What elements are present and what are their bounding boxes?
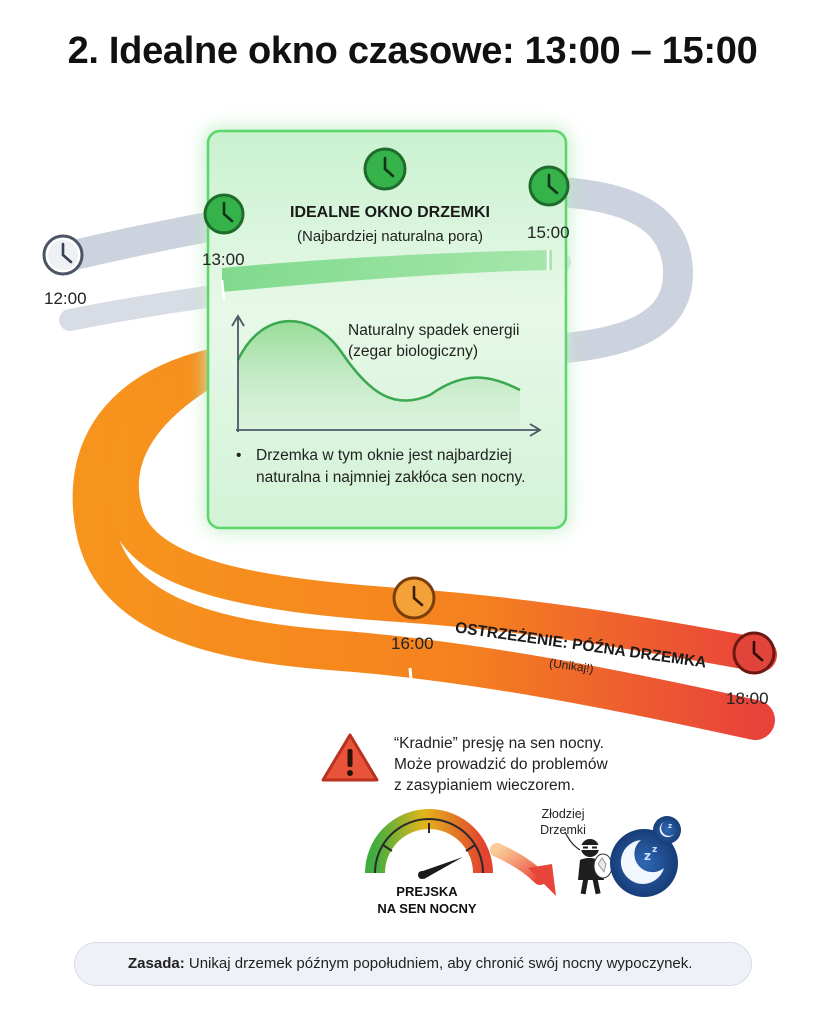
ideal-band [222,250,552,292]
rule-prefix: Zasada: [128,955,185,972]
thief-label: Złodziej Drzemki [518,806,608,838]
ideal-window-subtitle: (Najbardziej naturalna pora) [297,228,483,245]
energy-curve-chart [231,314,542,437]
warning-text-line2: Może prowadzić do problemów [394,756,608,773]
bullet-icon: • [236,447,242,464]
clock-icon [528,165,570,207]
warning-text-line1: “Kradnie” presję na sen nocny. [394,735,604,752]
rule-body: Unikaj drzemek późnym popołudniem, aby c… [188,955,693,972]
warning-subtitle: (Unikaj!) [548,656,594,676]
time-label-16: 16:00 [391,634,434,653]
gauge-label: PREJSKA NA SEN NOCNY [352,883,502,917]
thief-label-line2: Drzemki [540,823,586,837]
thief-label-line1: Złodziej [541,807,585,821]
sleep-pressure-gauge-icon [365,809,493,879]
orange-time-track [72,345,777,740]
clock-icon [203,193,245,235]
moon-icon: z z z [610,816,681,897]
nap-thief-icon [564,831,613,895]
warning-triangle-icon [321,733,379,782]
energy-label-line2: (zegar biologiczny) [348,343,479,360]
time-label-18: 18:00 [726,689,769,708]
rule-text: Zasada: Unikaj drzemek późnym popołudnie… [128,955,748,972]
page-title: 2. Idealne okno czasowe: 13:00 – 15:00 [67,30,758,72]
arrow-icon [490,843,556,896]
clock-icon [732,631,776,675]
energy-drop-label: Naturalny spadek energii (zegar biologic… [348,320,558,362]
clock-icon [42,234,84,276]
bullet-text: Drzemka w tym oknie jest najbardziej nat… [256,447,526,486]
time-label-15: 15:00 [527,223,570,242]
ideal-window-title: IDEALNE OKNO DRZEMKI [290,204,490,221]
rule-bar [74,942,752,986]
gauge-label-line1: PREJSKA [396,884,458,899]
svg-text:z: z [652,845,657,855]
energy-label-line1: Naturalny spadek energii [348,322,520,339]
svg-text:z: z [668,822,672,830]
gauge-label-line2: NA SEN NOCNY [377,901,477,916]
warning-text-line3: z zasypianiem wieczorem. [394,777,575,794]
time-label-12: 12:00 [44,289,87,308]
clock-icon [363,147,407,191]
svg-text:z: z [644,849,651,863]
ideal-window-bullet: • Drzemka w tym oknie jest najbardziej n… [236,445,538,489]
warning-explanation: “Kradnie” presję na sen nocny. Może prow… [394,733,654,796]
time-label-13: 13:00 [202,250,245,269]
clock-icon [392,576,436,620]
